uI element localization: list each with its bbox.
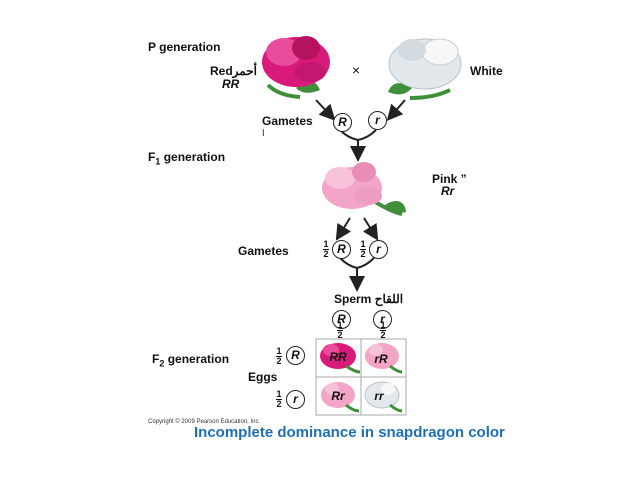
egg-allele-R: R — [286, 346, 305, 365]
sperm-label: Sperm اللقاح — [334, 292, 404, 306]
punnett-grid — [315, 338, 407, 416]
cell-white-flower-icon — [364, 381, 403, 413]
cell-genotype-Rr: Rr — [331, 389, 345, 403]
egg-allele-r: r — [286, 390, 305, 409]
pink-label: Pink ” — [432, 172, 467, 186]
red-genotype: RR — [222, 77, 240, 91]
gametes-sub-1: ا — [262, 128, 265, 138]
pink-flower-icon — [322, 162, 406, 216]
f1-generation-label: F1 generation — [148, 150, 226, 167]
gamete-allele-R-1: R — [333, 113, 352, 132]
white-label: White — [470, 64, 503, 78]
cell-pink-flower-icon-2 — [321, 382, 360, 413]
copyright-notice: Copyright © 2009 Pearson Education, Inc. — [148, 419, 261, 425]
cross-symbol: × — [352, 62, 361, 78]
sperm-allele-r: r — [373, 310, 392, 329]
gametes-label-1: Gametes — [262, 114, 313, 128]
f2-generation-label: F2 generation — [152, 352, 230, 369]
cell-genotype-rr: rr — [374, 389, 384, 403]
gametes-label-2: Gametes — [238, 244, 289, 258]
gamete-allele-r-2: r — [369, 240, 388, 259]
cell-genotype-rR: rR — [374, 352, 388, 366]
p-generation-label: P generation — [148, 40, 221, 54]
cell-red-flower-icon — [320, 343, 361, 374]
pink-genotype: Rr — [441, 184, 455, 198]
gamete-allele-r-1: r — [368, 111, 387, 130]
red-flower-icon — [262, 36, 330, 99]
gamete-allele-R-2: R — [332, 240, 351, 259]
cell-genotype-RR: RR — [329, 350, 347, 364]
white-flower-icon — [388, 38, 462, 100]
sperm-allele-R: R — [332, 310, 351, 329]
cell-pink-flower-icon-1 — [365, 343, 403, 374]
caption: Incomplete dominance in snapdragon color — [194, 424, 505, 441]
red-label: Redأحمر — [210, 64, 257, 78]
eggs-label: Eggs — [248, 370, 278, 384]
